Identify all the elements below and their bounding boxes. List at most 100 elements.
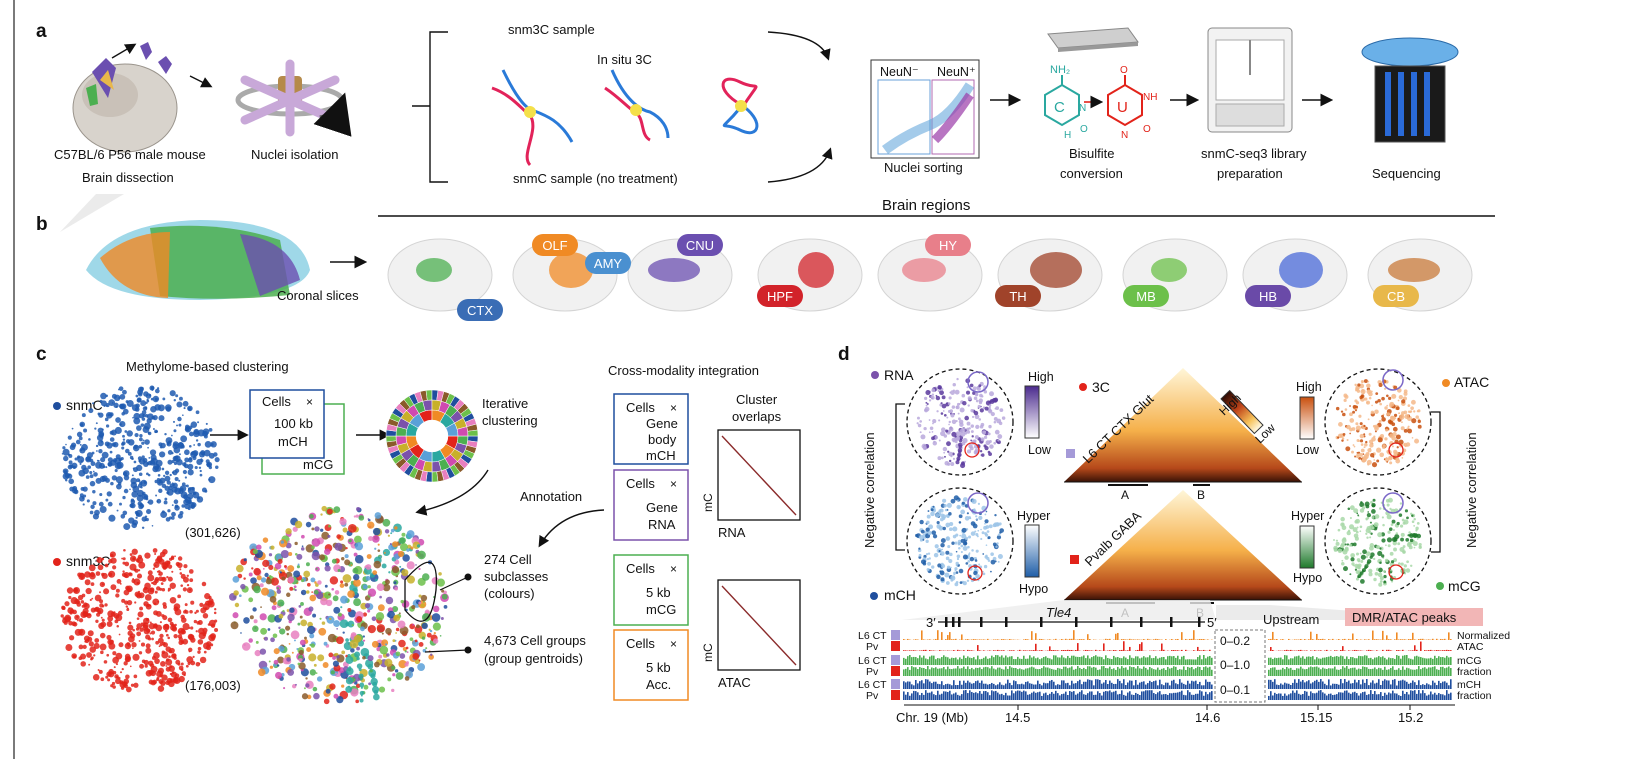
- loop-b-top: B: [1197, 488, 1205, 502]
- box3-line1: 5 kb: [646, 585, 671, 600]
- cytosine-structure: [1044, 75, 1080, 127]
- region-pill-cb: CB: [1373, 285, 1419, 307]
- region-pill-olf: OLF: [532, 234, 578, 256]
- tle4-gene-model: [945, 617, 1201, 627]
- mouse-label: C57BL/6 P56 male mouse: [54, 147, 206, 162]
- chromatin-loop-1: [491, 69, 574, 167]
- crossmod-title: Cross-modality integration: [608, 363, 759, 378]
- box1-line1: Gene: [646, 416, 678, 431]
- uracil-nh-label: NH: [1143, 92, 1157, 103]
- overlaps-label-1: Cluster: [736, 392, 778, 407]
- rna-low-label: Low: [1028, 443, 1052, 457]
- uracil-structure: [1107, 75, 1143, 127]
- coronal-slices-illustration: [86, 220, 310, 300]
- box4-cells: Cells: [626, 636, 655, 651]
- library-label-2: preparation: [1217, 166, 1283, 181]
- methylome-title: Methylome-based clustering: [126, 359, 289, 374]
- cytosine-n-label: N: [1079, 103, 1086, 114]
- chromatin-loop-2: [604, 69, 670, 142]
- dmr-peaks-box: [1345, 608, 1483, 626]
- dmr-peaks-label: DMR/ATAC peaks: [1352, 610, 1457, 625]
- chromatin-loop-3: [721, 77, 759, 135]
- svg-text:TH: TH: [1009, 289, 1026, 304]
- svg-text:MB: MB: [1136, 289, 1156, 304]
- brain-regions-title: Brain regions: [882, 197, 970, 214]
- atac-high-label: High: [1296, 380, 1322, 394]
- panel-label-a: a: [36, 21, 47, 42]
- chr-axis-label: Chr. 19 (Mb): [896, 710, 968, 725]
- track-mch-pv: Pv: [866, 690, 879, 702]
- cytosine-letter: C: [1054, 99, 1065, 116]
- snm3c-sample-label: snm3C sample: [508, 22, 595, 37]
- genome-tracks: [903, 630, 1452, 700]
- svg-text:HB: HB: [1259, 289, 1277, 304]
- tick-14-5: 14.5: [1005, 710, 1030, 725]
- range-mcg: 0–1.0: [1220, 658, 1250, 672]
- box2-cells: Cells: [626, 476, 655, 491]
- track-mcg-pv: Pv: [866, 666, 879, 678]
- box4-line1: 5 kb: [646, 660, 671, 675]
- iterative-label-2: clustering: [482, 413, 538, 428]
- mc-axis-label-2: mC: [701, 643, 715, 662]
- neun-plus-label: NeuN⁺: [937, 65, 976, 79]
- box1-line2: body: [648, 432, 677, 447]
- snmc-label: snmC: [66, 397, 103, 413]
- tle4-label: Tle4: [1046, 605, 1071, 620]
- hic-colorbar: [1220, 389, 1264, 435]
- track-mch-l6: L6 CT: [858, 679, 887, 691]
- mcg-legend: mCG: [1448, 578, 1481, 594]
- subclasses-label-3: (colours): [484, 586, 535, 601]
- bisulfite-plate-icon: [1047, 27, 1139, 52]
- region-pill-hy: HY: [925, 234, 971, 256]
- mc-axis-label-1: mC: [701, 493, 715, 512]
- range-mch: 0–0.1: [1220, 683, 1250, 697]
- box2-line2: RNA: [648, 517, 676, 532]
- panel-label-d: d: [838, 344, 850, 365]
- iterative-label-1: Iterative: [482, 396, 528, 411]
- dissection-label: Brain dissection: [82, 170, 174, 185]
- box3-line2: mCG: [646, 602, 676, 617]
- nh2-label: NH₂: [1050, 64, 1070, 76]
- region-pill-cnu: CNU: [677, 234, 723, 256]
- library-robot-icon: [1207, 27, 1293, 133]
- svg-text:AMY: AMY: [594, 256, 623, 271]
- atac-low-label: Low: [1296, 443, 1320, 457]
- feature-umaps: [915, 369, 1422, 587]
- svg-text:CTX: CTX: [467, 303, 493, 318]
- uracil-o-label: O: [1143, 124, 1151, 135]
- tick-14-6: 14.6: [1195, 710, 1220, 725]
- bisulfite-label-2: conversion: [1060, 166, 1123, 181]
- integration-boxes: [613, 393, 689, 701]
- three-prime-label: 3′: [926, 615, 936, 630]
- box1-times: ×: [670, 401, 677, 415]
- mcg-colorbar: [1299, 525, 1315, 569]
- atac-axis-label: ATAC: [718, 675, 751, 690]
- mch-colorbar: [1024, 524, 1040, 578]
- legend-mcg: mCG: [1457, 655, 1482, 667]
- annotated-umap: [229, 505, 449, 705]
- rna-colorbar: [1024, 385, 1040, 439]
- atac-legend: ATAC: [1454, 374, 1489, 390]
- neg-corr-label-right: Negative correlation: [1464, 432, 1479, 548]
- rna-legend: RNA: [884, 367, 914, 383]
- legend-mch: mCH: [1457, 679, 1481, 691]
- range-box: [1214, 629, 1266, 703]
- svg-text:HPF: HPF: [767, 289, 793, 304]
- insitu-label: In situ 3C: [597, 52, 652, 67]
- times-label: ×: [306, 395, 313, 409]
- panel-label-c: c: [36, 344, 47, 365]
- snmc-umap: [61, 385, 220, 531]
- sequencing-label: Sequencing: [1372, 166, 1441, 181]
- five-prime-label: 5′: [1207, 615, 1217, 630]
- library-label-1: snmC-seq3 library: [1201, 146, 1307, 161]
- mch-hypo-label: Hypo: [1019, 582, 1048, 596]
- svg-text:OLF: OLF: [542, 238, 567, 253]
- snm3c-count: (176,003): [185, 678, 241, 693]
- neg-corr-label-left: Negative correlation: [862, 432, 877, 548]
- box4-times: ×: [670, 637, 677, 651]
- legend-mcg-fraction: fraction: [1457, 666, 1492, 678]
- range-atac: 0–0.2: [1220, 634, 1250, 648]
- legend-normalized: Normalized: [1457, 630, 1510, 642]
- track-legend: Normalized ATAC mCG fraction mCH fractio…: [1457, 630, 1510, 702]
